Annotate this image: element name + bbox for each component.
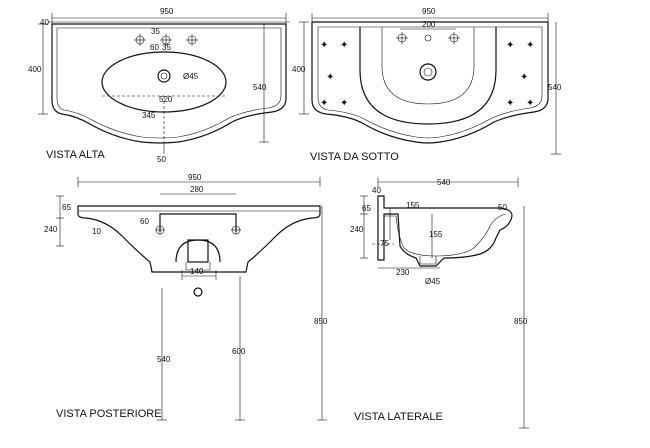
top-basin-outline xyxy=(51,23,287,144)
bottom-view-title: VISTA DA SOTTO xyxy=(310,151,399,163)
svg-text:✦: ✦ xyxy=(526,98,534,109)
bottom-drain xyxy=(419,63,437,81)
back-width-dim: 950 xyxy=(188,173,202,182)
bottom-depth-dim: 400 xyxy=(292,65,306,74)
top-tap-holes xyxy=(134,34,198,46)
svg-text:✦: ✦ xyxy=(320,40,328,51)
side-rim-dim: 65 xyxy=(362,204,371,213)
side-lip-dim: 50 xyxy=(498,203,507,212)
side-inner-offset-dim: 155 xyxy=(406,201,420,210)
side-drain-dim: Ø45 xyxy=(425,277,441,286)
top-tap-spacing-b-dim: 35 xyxy=(162,43,171,52)
side-inner-height-dim: 155 xyxy=(429,230,443,239)
svg-text:✦: ✦ xyxy=(340,98,348,109)
bottom-fixing-stars: ✦ ✦ ✦ ✦ ✦ ✦ ✦ ✦ ✦ ✦ xyxy=(320,40,534,109)
top-depth-dim: 400 xyxy=(28,65,42,74)
svg-text:✦: ✦ xyxy=(340,40,348,51)
svg-text:✦: ✦ xyxy=(506,98,514,109)
back-drain-hole xyxy=(193,287,203,297)
back-rim-dim: 65 xyxy=(62,203,71,212)
back-basin-outline xyxy=(77,205,321,273)
back-pedestal-height-dim: 540 xyxy=(157,355,171,364)
svg-text:✦: ✦ xyxy=(520,72,528,83)
bottom-view: 950 200 ✦ ✦ ✦ ✦ ✦ ✦ ✦ ✦ ✦ ✦ 400 540 VISTA DA … xyxy=(292,7,562,163)
back-drain-height-dim: 600 xyxy=(232,347,246,356)
bottom-tap-span-dim: 200 xyxy=(422,20,436,29)
top-front-lip-dim: 50 xyxy=(157,155,166,164)
top-tap-offset-dim: 35 xyxy=(151,27,160,36)
top-tap-spacing-a-dim: 60 xyxy=(150,43,159,52)
side-trap-depth-dim: 230 xyxy=(396,268,410,277)
svg-text:✦: ✦ xyxy=(526,40,534,51)
top-view-title: VISTA ALTA xyxy=(46,149,105,161)
side-wall-gap-dim: 40 xyxy=(372,186,381,195)
top-drain xyxy=(157,69,171,83)
back-fixing-span-dim: 280 xyxy=(190,185,204,194)
back-pedestal-width-dim: 140 xyxy=(190,267,204,276)
back-view-title: VISTA POSTERIORE xyxy=(56,408,162,420)
back-rim-height-dim: 240 xyxy=(44,225,58,234)
side-trap-offset-dim: 75 xyxy=(380,239,389,248)
side-depth-dim: 540 xyxy=(437,178,451,187)
bottom-basin-outline xyxy=(311,21,549,144)
top-drain-dim: Ø45 xyxy=(183,72,199,81)
back-view: 950 280 60 10 140 65 240 540 600 xyxy=(44,173,328,421)
side-total-height-dim: 850 xyxy=(514,317,528,326)
side-basin-outline xyxy=(377,195,513,267)
svg-text:✦: ✦ xyxy=(320,98,328,109)
top-width-dim: 950 xyxy=(160,7,174,16)
svg-text:✦: ✦ xyxy=(506,40,514,51)
back-total-height-dim: 850 xyxy=(314,317,328,326)
side-view: 540 40 75 155 155 50 230 Ø45 65 240 850 … xyxy=(350,177,529,429)
bottom-width-dim: 950 xyxy=(422,7,436,16)
side-view-title: VISTA LATERALE xyxy=(354,411,443,423)
top-bowl-depth-dim: 345 xyxy=(142,111,156,120)
bottom-height-total-dim: 540 xyxy=(548,83,562,92)
svg-text:✦: ✦ xyxy=(326,72,334,83)
top-edge-dim: 40 xyxy=(40,18,49,27)
side-rim-height-dim: 240 xyxy=(350,225,364,234)
top-bowl-width-dim: 520 xyxy=(159,95,173,104)
top-height-total-dim: 540 xyxy=(253,83,267,92)
bottom-bowl xyxy=(359,27,497,125)
back-fixing-drop-dim: 60 xyxy=(140,217,149,226)
back-edge-dim: 10 xyxy=(92,227,101,236)
back-fixing-holes xyxy=(155,225,241,235)
top-view: 950 40 Ø45 520 345 35 60 35 400 540 xyxy=(28,7,290,164)
bottom-tap-holes xyxy=(396,32,460,44)
